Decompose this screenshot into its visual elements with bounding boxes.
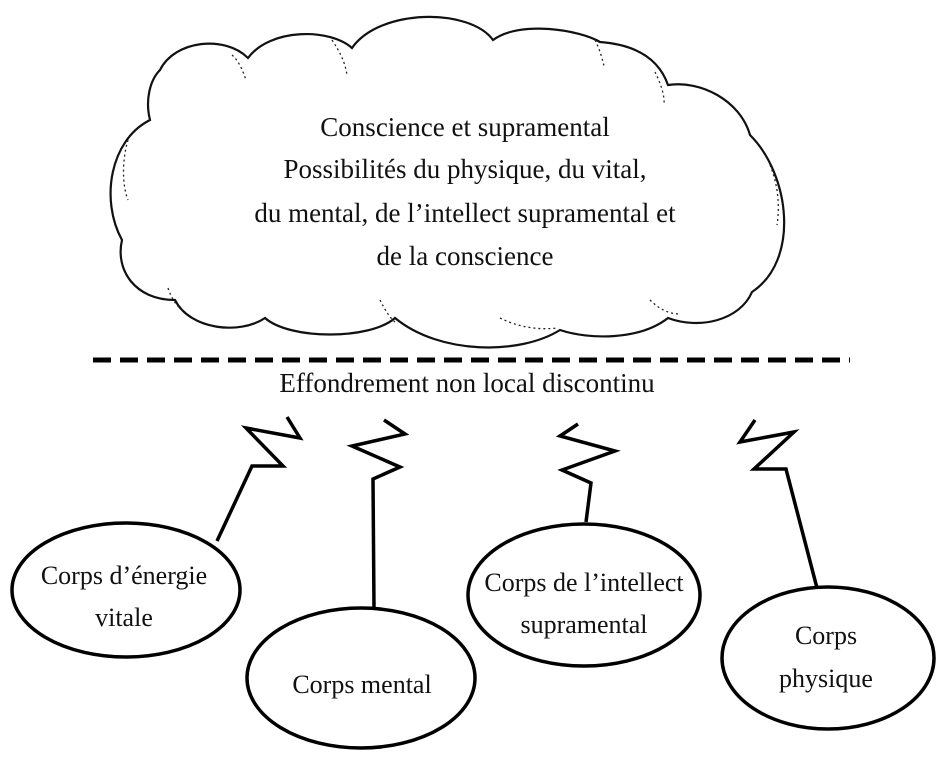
cloud-shading (649, 299, 681, 315)
node-physical-body: Corps physique (720, 585, 936, 731)
cloud: Conscience et supramental Possibilités d… (109, 15, 786, 349)
lightning-connector-physique (736, 419, 819, 589)
node-label-line-1: Corps de l’intellect (484, 568, 684, 597)
node-label-line-1: Corps (795, 621, 857, 650)
cloud-shading (122, 139, 129, 201)
node-label-line-2: supramental (520, 610, 647, 639)
cloud-shading (769, 164, 779, 226)
lightning-connector-mental (346, 418, 410, 609)
lightning-connector-vital (215, 416, 304, 542)
node-ellipse (10, 521, 242, 659)
cloud-shading (594, 39, 605, 67)
node-ellipse (245, 606, 477, 750)
lightning-connector-intellect (555, 422, 621, 523)
cloud-text-line-2: Possibilités du physique, du vital, (283, 154, 646, 184)
cloud-shading (167, 287, 186, 313)
node-label-line-1: Corps d’énergie (41, 561, 207, 590)
cloud-shading (379, 299, 396, 323)
cloud-text-line-4: de la conscience (377, 241, 554, 271)
cloud-outline (109, 15, 786, 349)
cloud-text-line-3: du mental, de l’intellect supramental et (254, 198, 676, 228)
cloud-text-line-1: Conscience et supramental (320, 112, 609, 142)
cloud-shading (231, 54, 247, 81)
cloud-shading (654, 71, 665, 106)
node-supramental-intellect-body: Corps de l’intellect supramental (466, 522, 702, 668)
cloud-shading (499, 317, 559, 330)
node-label-line-2: vitale (95, 603, 153, 632)
node-ellipse (720, 585, 936, 731)
collapse-label: Effondrement non local discontinu (279, 368, 655, 398)
node-label-line-2: physique (779, 664, 873, 693)
cloud-shading (331, 39, 348, 76)
node-label-line-1: Corps mental (292, 670, 431, 699)
node-ellipse (466, 522, 702, 668)
node-vital-energy-body: Corps d’énergie vitale (10, 521, 242, 659)
node-mental-body: Corps mental (245, 606, 477, 750)
